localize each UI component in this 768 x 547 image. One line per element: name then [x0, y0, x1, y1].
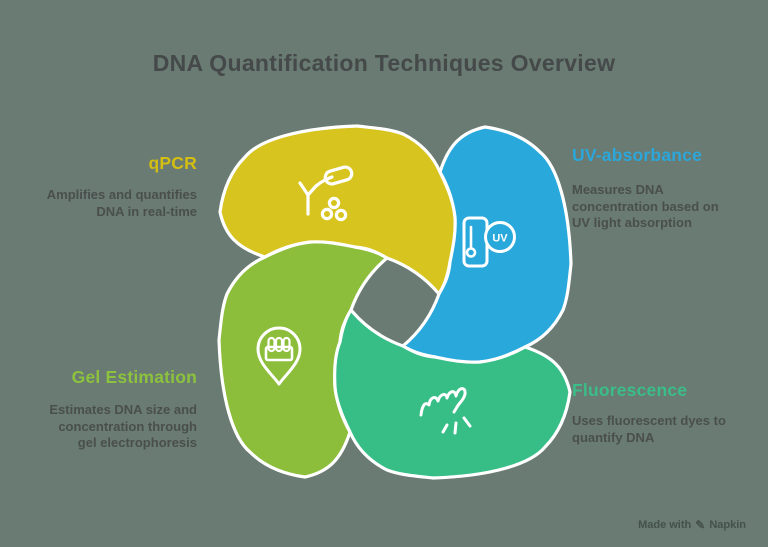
technique-description-fluorescence: Uses fluorescent dyes to quantify DNA	[572, 413, 726, 445]
technique-description-uv-absorbance: Measures DNA concentration based on UV l…	[572, 182, 719, 230]
technique-label-fluorescence: Fluorescence	[572, 380, 688, 400]
pipette-icon	[298, 165, 354, 222]
uv-icon-label: UV	[492, 233, 508, 245]
uv-meter-icon: UV	[462, 216, 516, 268]
technique-description-qpcr: Amplifies and quantifies DNA in real-tim…	[46, 187, 197, 219]
pointing-hand-icon	[419, 387, 472, 435]
technique-block-qpcr: qPCR Amplifies and quantifies DNA in rea…	[27, 153, 197, 220]
page-title: DNA Quantification Techniques Overview	[152, 50, 616, 76]
gel-rack-pin-icon	[256, 326, 302, 386]
watermark: Made with ✎ Napkin	[638, 518, 746, 532]
pencil-icon: ✎	[695, 518, 706, 532]
technique-label-gel-estimation: Gel Estimation	[71, 367, 197, 387]
technique-block-gel-estimation: Gel Estimation Estimates DNA size and co…	[39, 367, 197, 452]
technique-label-qpcr: qPCR	[148, 153, 197, 173]
watermark-brand: Napkin	[709, 519, 746, 531]
technique-block-fluorescence: Fluorescence Uses fluorescent dyes to qu…	[572, 380, 747, 446]
technique-description-gel-estimation: Estimates DNA size and concentration thr…	[49, 402, 197, 450]
technique-block-uv-absorbance: UV-absorbance Measures DNA concentration…	[572, 145, 727, 232]
technique-label-uv-absorbance: UV-absorbance	[572, 145, 703, 165]
watermark-prefix: Made with	[638, 519, 692, 531]
